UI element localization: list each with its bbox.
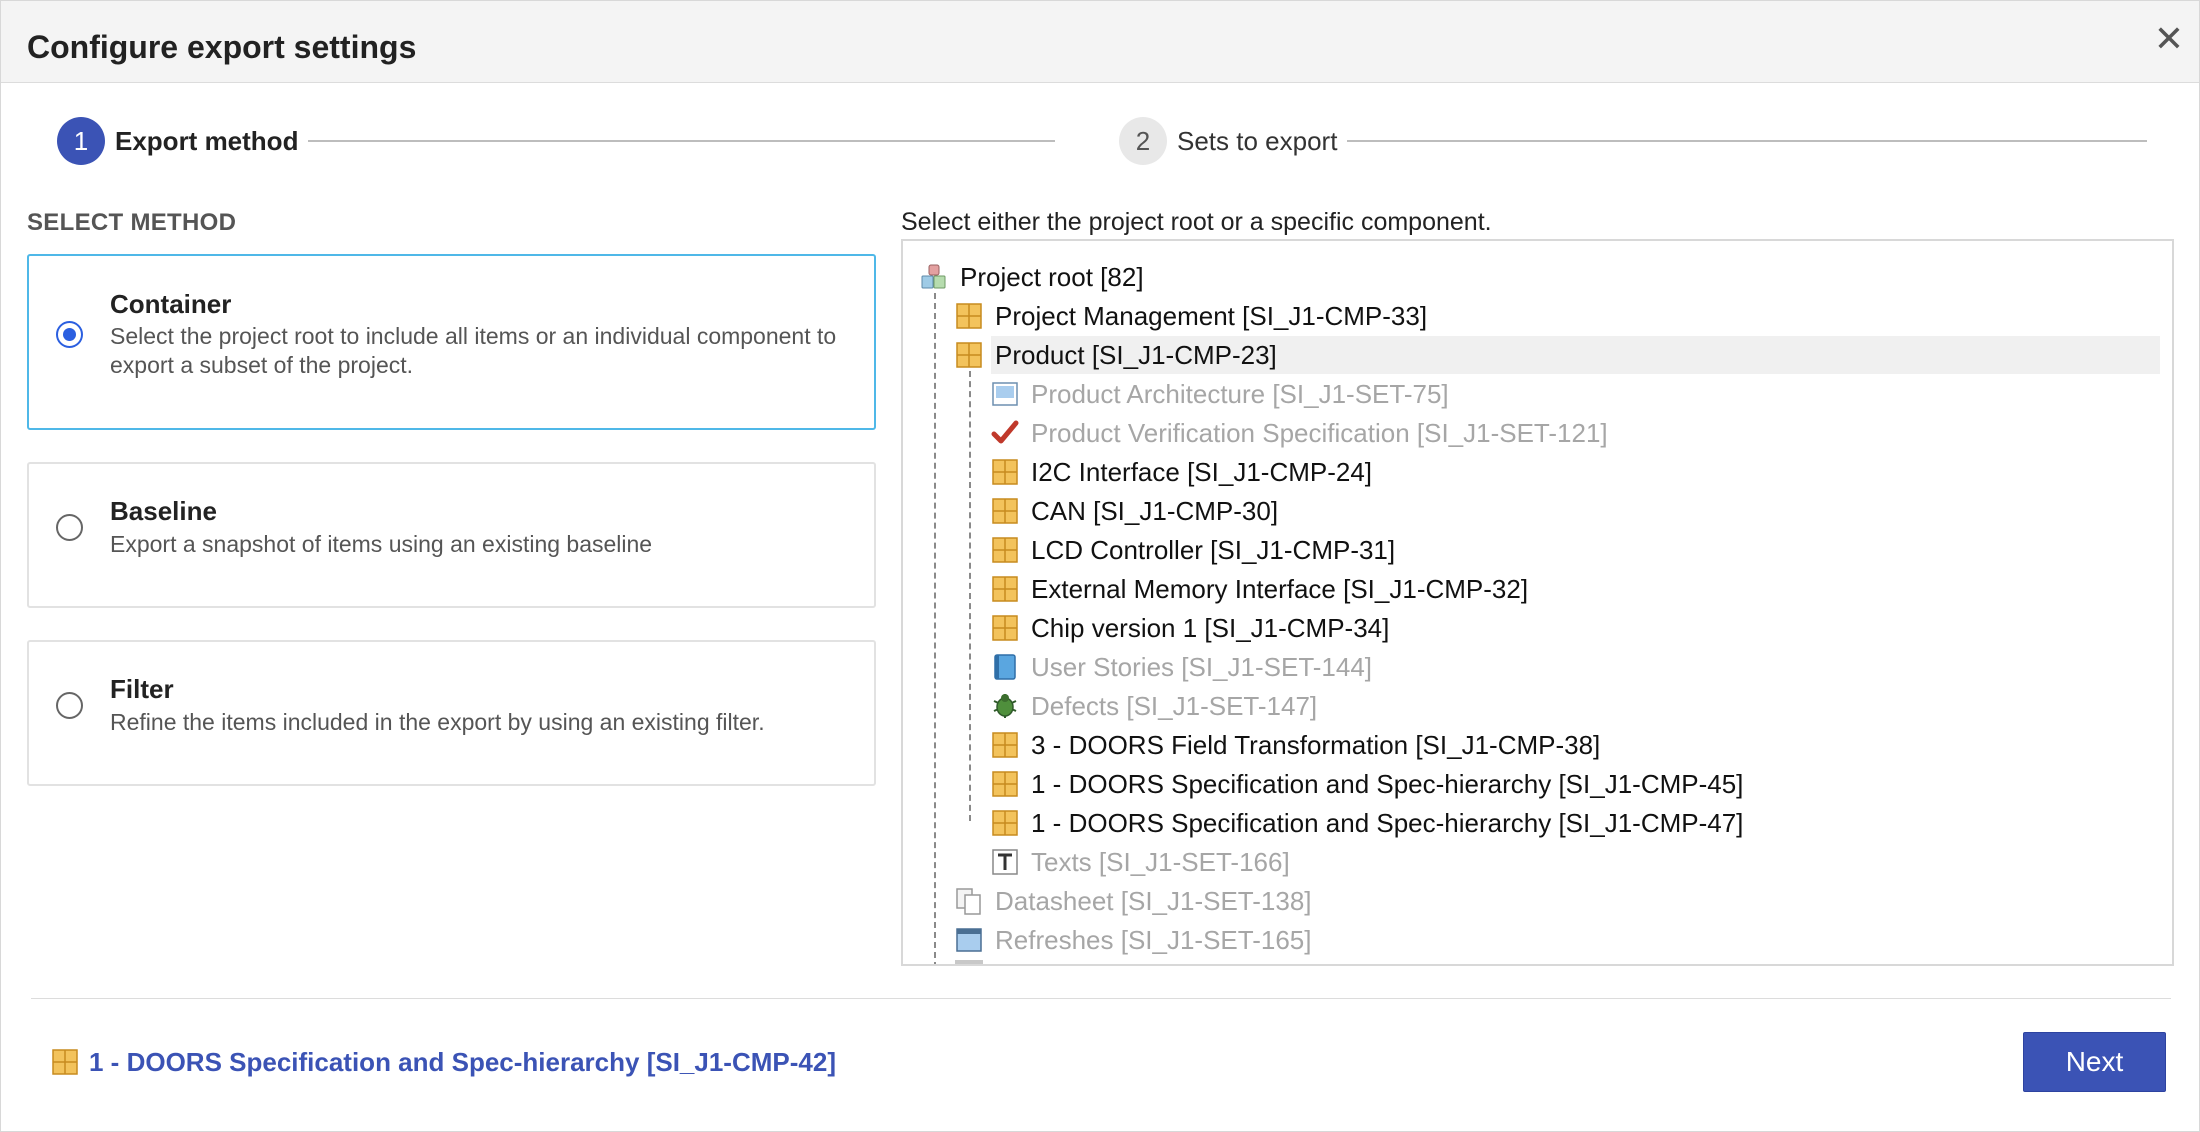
tree-item-label: External Memory Interface [SI_J1-CMP-32] bbox=[1031, 574, 1529, 604]
component-icon bbox=[992, 537, 1018, 563]
method-desc-filter: Refine the items included in the export … bbox=[110, 709, 765, 735]
component-icon bbox=[52, 1049, 78, 1075]
tree-item-label: I2C Interface [SI_J1-CMP-24] bbox=[1031, 457, 1373, 487]
tree-item-label: 3 - DOORS Field Transformation [SI_J1-CM… bbox=[1031, 730, 1601, 760]
component-tree[interactable]: Project root [82] Project Management [SI… bbox=[901, 239, 2174, 966]
dialog-title: Configure export settings bbox=[27, 29, 417, 65]
step-trailing-line bbox=[1347, 140, 2147, 142]
book-icon bbox=[994, 654, 1016, 680]
component-icon bbox=[956, 303, 982, 329]
method-title-container: Container bbox=[110, 289, 232, 319]
tree-item[interactable]: User Stories [SI_J1-SET-144] bbox=[991, 648, 2160, 686]
tree-guide-line-nested bbox=[969, 371, 971, 821]
tree-item-label: User Stories [SI_J1-SET-144] bbox=[1031, 652, 1373, 682]
partially-hidden-row-icon bbox=[955, 960, 983, 964]
tree-item-label: Texts [SI_J1-SET-166] bbox=[1031, 847, 1290, 877]
next-button[interactable]: Next bbox=[2023, 1032, 2166, 1092]
tree-item[interactable]: Product Verification Specification [SI_J… bbox=[991, 414, 2160, 452]
tree-item[interactable]: 1 - DOORS Specification and Spec-hierarc… bbox=[991, 765, 2160, 803]
tree-item-label: Refreshes [SI_J1-SET-165] bbox=[995, 925, 1312, 955]
step-2-number: 2 bbox=[1119, 117, 1167, 165]
method-title-filter: Filter bbox=[110, 674, 174, 704]
tree-instruction: Select either the project root or a spec… bbox=[901, 208, 1492, 236]
selected-component-label: 1 - DOORS Specification and Spec-hierarc… bbox=[89, 1047, 836, 1077]
method-card-filter[interactable]: Filter Refine the items included in the … bbox=[27, 640, 876, 786]
method-title-baseline: Baseline bbox=[110, 496, 217, 526]
component-icon bbox=[956, 342, 982, 368]
dialog-header: Configure export settings ✕ bbox=[1, 1, 2199, 83]
tree-item-label: 1 - DOORS Specification and Spec-hierarc… bbox=[1031, 808, 1744, 838]
tree-item-label: Chip version 1 [SI_J1-CMP-34] bbox=[1031, 613, 1390, 643]
footer-divider bbox=[31, 998, 2171, 999]
baseline-radio[interactable] bbox=[56, 514, 83, 541]
tree-item-label: Product [SI_J1-CMP-23] bbox=[991, 336, 1281, 374]
stepper: 1 Export method 2 Sets to export bbox=[57, 117, 2147, 167]
tree-item[interactable]: LCD Controller [SI_J1-CMP-31] bbox=[991, 531, 2160, 569]
tree-item[interactable]: Product Architecture [SI_J1-SET-75] bbox=[991, 375, 2160, 413]
component-icon bbox=[992, 732, 1018, 758]
step-1-number: 1 bbox=[57, 117, 105, 165]
tree-item-project-root[interactable]: Project root [82] bbox=[920, 258, 2160, 296]
tree-item[interactable]: Refreshes [SI_J1-SET-165] bbox=[955, 921, 2160, 959]
method-card-baseline[interactable]: Baseline Export a snapshot of items usin… bbox=[27, 462, 876, 608]
tree-item-label: CAN [SI_J1-CMP-30] bbox=[1031, 496, 1279, 526]
tree-item[interactable]: Defects [SI_J1-SET-147] bbox=[991, 687, 2160, 725]
tree-item[interactable]: Datasheet [SI_J1-SET-138] bbox=[955, 882, 2160, 920]
tree-guide-line bbox=[934, 293, 936, 964]
tree-item-label: Product Architecture [SI_J1-SET-75] bbox=[1031, 379, 1449, 409]
tree-item-highlighted[interactable]: Product [SI_J1-CMP-23] bbox=[955, 336, 2160, 374]
documents-icon bbox=[956, 888, 981, 915]
tree-item-label: Defects [SI_J1-SET-147] bbox=[1031, 691, 1318, 721]
window-icon bbox=[956, 928, 982, 952]
tree-item-label: 1 - DOORS Specification and Spec-hierarc… bbox=[1031, 769, 1744, 799]
component-icon bbox=[992, 459, 1018, 485]
tree-item-label: Project Management [SI_J1-CMP-33] bbox=[995, 301, 1428, 331]
tree-item[interactable]: 3 - DOORS Field Transformation [SI_J1-CM… bbox=[991, 726, 2160, 764]
bug-icon bbox=[993, 694, 1017, 718]
method-card-container[interactable]: Container Select the project root to inc… bbox=[27, 254, 876, 430]
component-icon bbox=[992, 615, 1018, 641]
step-connector bbox=[308, 140, 1055, 142]
text-icon bbox=[992, 849, 1018, 875]
tree-item[interactable]: CAN [SI_J1-CMP-30] bbox=[991, 492, 2160, 530]
verification-check-icon bbox=[991, 420, 1019, 444]
method-desc-container: Select the project root to include all i… bbox=[110, 323, 837, 378]
step-2-label: Sets to export bbox=[1177, 126, 1338, 156]
tree-item[interactable]: I2C Interface [SI_J1-CMP-24] bbox=[991, 453, 2160, 491]
tree-item[interactable]: 1 - DOORS Specification and Spec-hierarc… bbox=[991, 804, 2160, 842]
tree-item-label: Product Verification Specification [SI_J… bbox=[1031, 418, 1608, 448]
component-icon bbox=[992, 810, 1018, 836]
close-icon[interactable]: ✕ bbox=[2153, 18, 2185, 59]
select-method-heading: SELECT METHOD bbox=[27, 209, 237, 236]
container-radio[interactable] bbox=[56, 321, 83, 348]
architecture-set-icon bbox=[992, 382, 1018, 406]
tree-item-label: LCD Controller [SI_J1-CMP-31] bbox=[1031, 535, 1396, 565]
tree-item[interactable]: Texts [SI_J1-SET-166] bbox=[991, 843, 2160, 881]
tree-item[interactable]: External Memory Interface [SI_J1-CMP-32] bbox=[991, 570, 2160, 608]
component-icon bbox=[992, 771, 1018, 797]
method-desc-baseline: Export a snapshot of items using an exis… bbox=[110, 531, 653, 557]
component-icon bbox=[992, 498, 1018, 524]
filter-radio[interactable] bbox=[56, 692, 83, 719]
tree-item[interactable]: Chip version 1 [SI_J1-CMP-34] bbox=[991, 609, 2160, 647]
component-icon bbox=[992, 576, 1018, 602]
tree-item-label: Datasheet [SI_J1-SET-138] bbox=[995, 886, 1312, 916]
tree-item[interactable]: Project Management [SI_J1-CMP-33] bbox=[955, 297, 2160, 335]
step-1-label: Export method bbox=[115, 126, 299, 156]
project-root-icon bbox=[921, 264, 946, 289]
tree-item-label: Project root [82] bbox=[960, 262, 1144, 292]
